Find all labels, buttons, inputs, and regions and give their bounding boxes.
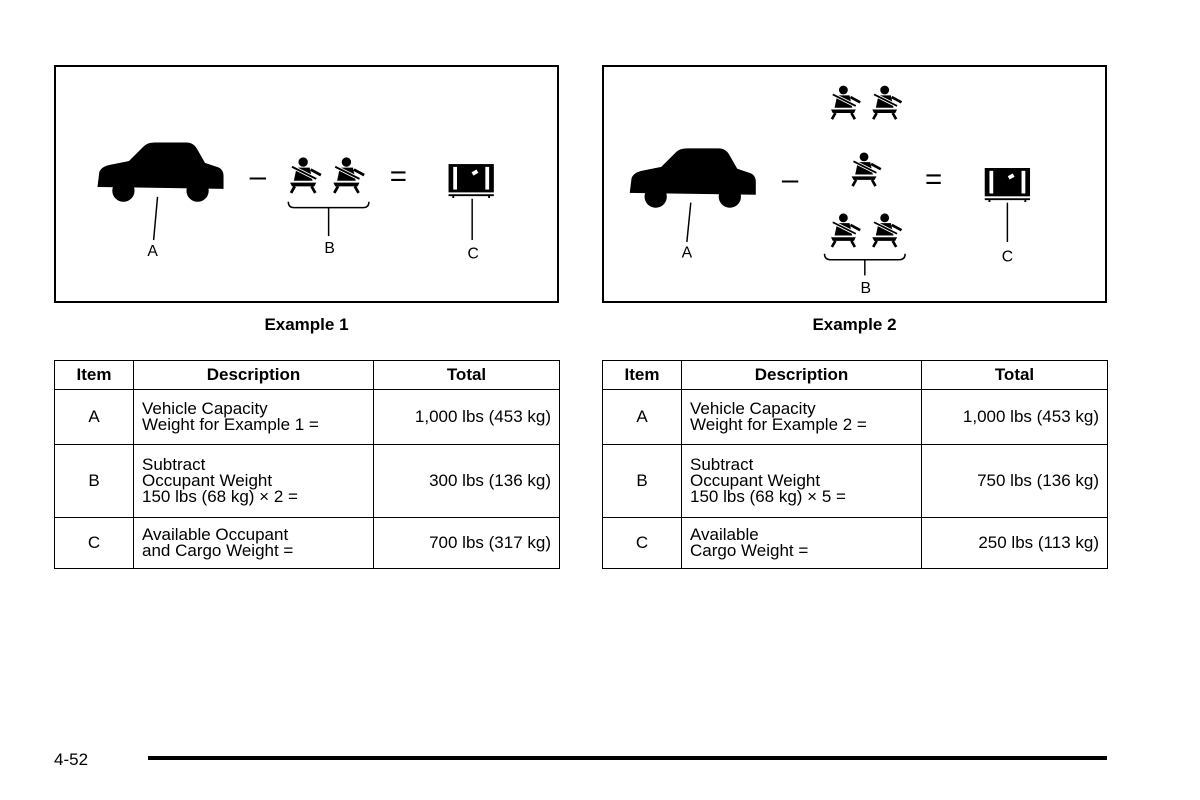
leader-line-a <box>686 202 692 243</box>
minus-sign: – <box>250 160 267 193</box>
bracket-b <box>823 253 906 261</box>
row-item: B <box>602 444 682 518</box>
desc-line: Occupant Weight <box>142 471 273 490</box>
bracket-b <box>287 201 370 209</box>
desc-line: Weight for Example 2 = <box>690 415 867 434</box>
label-b: B <box>861 280 871 297</box>
example-1-illustration: A – B = C <box>97 142 495 263</box>
equals-sign: = <box>390 160 407 193</box>
row-item: A <box>602 389 682 445</box>
table-row: C Available Occupant and Cargo Weight = … <box>54 517 560 569</box>
desc-line: Available Occupant <box>142 525 289 544</box>
table-row: B Subtract Occupant Weight 150 lbs (68 k… <box>602 444 1108 518</box>
seatbelt-occupant-icon <box>288 155 323 195</box>
desc-line: and Cargo Weight = <box>142 541 294 560</box>
car-icon <box>97 142 224 202</box>
row-description: Vehicle Capacity Weight for Example 1 = <box>133 389 374 445</box>
table-row: C Available Cargo Weight = 250 lbs (113 … <box>602 517 1108 569</box>
car-icon <box>629 148 756 208</box>
example-1-caption: Example 1 <box>264 315 349 334</box>
row-total: 300 lbs (136 kg) <box>373 444 560 518</box>
equals-sign: = <box>925 163 942 196</box>
seatbelt-occupant-icon <box>829 211 863 249</box>
example-2-table: Item Description Total A Vehicle Capacit… <box>602 360 1108 569</box>
label-b: B <box>324 240 334 257</box>
header-description: Description <box>133 360 374 390</box>
desc-line: Occupant Weight <box>690 471 821 490</box>
table-row: A Vehicle Capacity Weight for Example 2 … <box>602 389 1108 445</box>
page-number: 4-52 <box>54 750 89 769</box>
desc-line: 150 lbs (68 kg) × 2 = <box>142 487 298 506</box>
row-item: A <box>54 389 134 445</box>
example-1-table: Item Description Total A Vehicle Capacit… <box>54 360 560 569</box>
seatbelt-occupant-icon <box>849 150 883 189</box>
minus-sign: – <box>782 163 799 196</box>
seatbelt-occupant-icon <box>870 211 904 249</box>
header-item: Item <box>54 360 134 390</box>
row-total: 1,000 lbs (453 kg) <box>373 389 560 445</box>
row-item: C <box>54 517 134 569</box>
desc-line: Vehicle Capacity <box>142 399 268 418</box>
cargo-box-icon <box>983 167 1031 203</box>
example-2-caption: Example 2 <box>812 315 897 334</box>
label-c: C <box>1002 249 1013 266</box>
row-item: B <box>54 444 134 518</box>
table-header-row: Item Description Total <box>54 360 560 390</box>
row-item: C <box>602 517 682 569</box>
seatbelt-occupant-icon <box>870 83 904 122</box>
seatbelt-occupant-icon <box>331 155 367 195</box>
header-total: Total <box>373 360 560 390</box>
table-row: B Subtract Occupant Weight 150 lbs (68 k… <box>54 444 560 518</box>
label-c: C <box>467 246 478 263</box>
header-item: Item <box>602 360 682 390</box>
label-a: A <box>682 245 693 262</box>
row-total: 700 lbs (317 kg) <box>373 517 560 569</box>
row-description: Subtract Occupant Weight 150 lbs (68 kg)… <box>681 444 922 518</box>
table-header-row: Item Description Total <box>602 360 1108 390</box>
row-description: Available Cargo Weight = <box>681 517 922 569</box>
table-row: A Vehicle Capacity Weight for Example 1 … <box>54 389 560 445</box>
row-description: Subtract Occupant Weight 150 lbs (68 kg)… <box>133 444 374 518</box>
leader-line-a <box>152 196 159 241</box>
label-a: A <box>147 243 158 260</box>
row-total: 750 lbs (136 kg) <box>921 444 1108 518</box>
seatbelt-occupant-icon <box>829 83 863 122</box>
header-total: Total <box>921 360 1108 390</box>
row-description: Available Occupant and Cargo Weight = <box>133 517 374 569</box>
cargo-box-icon <box>447 163 495 200</box>
example-2-illustration: A – B = C <box>629 83 1031 297</box>
row-description: Vehicle Capacity Weight for Example 2 = <box>681 389 922 445</box>
desc-line: Available <box>690 525 759 544</box>
row-total: 1,000 lbs (453 kg) <box>921 389 1108 445</box>
desc-line: Subtract <box>142 455 206 474</box>
header-description: Description <box>681 360 922 390</box>
desc-line: Subtract <box>690 455 754 474</box>
desc-line: Vehicle Capacity <box>690 399 816 418</box>
desc-line: Weight for Example 1 = <box>142 415 319 434</box>
example-1-figure: A – B = C <box>54 65 559 303</box>
desc-line: Cargo Weight = <box>690 541 809 560</box>
footer-rule <box>148 756 1107 760</box>
row-total: 250 lbs (113 kg) <box>921 517 1108 569</box>
example-2-figure: A – B = C <box>602 65 1107 303</box>
desc-line: 150 lbs (68 kg) × 5 = <box>690 487 846 506</box>
